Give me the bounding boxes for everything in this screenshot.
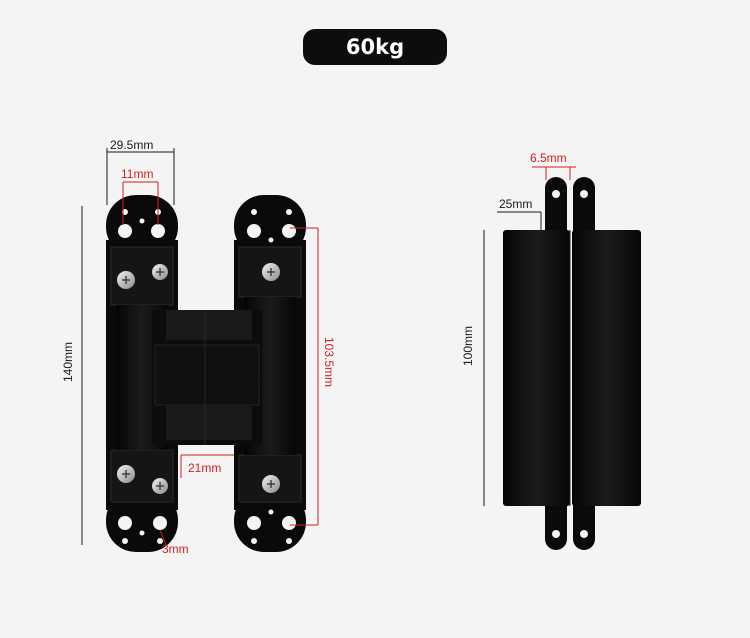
dim-hole-size: 3mm bbox=[162, 542, 189, 556]
dim-thickness: 6.5mm bbox=[530, 151, 567, 165]
dim-mount-spacing: 103.5mm bbox=[322, 337, 336, 387]
center-knuckle bbox=[152, 310, 262, 445]
weight-label: 60kg bbox=[345, 35, 405, 59]
dim-body-width: 21mm bbox=[188, 461, 221, 475]
adjustment-screws bbox=[117, 263, 280, 494]
dim-hole-spacing: 11mm bbox=[121, 167, 153, 181]
dim-height: 100mm bbox=[461, 326, 475, 366]
side-dimension-lines bbox=[483, 166, 576, 506]
weight-badge: 60kg bbox=[303, 29, 447, 65]
dim-width-overall: 29.5mm bbox=[110, 138, 153, 152]
dim-depth: 25mm bbox=[499, 197, 532, 211]
side-view-hinge bbox=[503, 177, 641, 550]
front-dimension-lines bbox=[81, 148, 319, 546]
front-view-hinge bbox=[106, 195, 306, 552]
dim-height-overall: 140mm bbox=[61, 342, 75, 382]
